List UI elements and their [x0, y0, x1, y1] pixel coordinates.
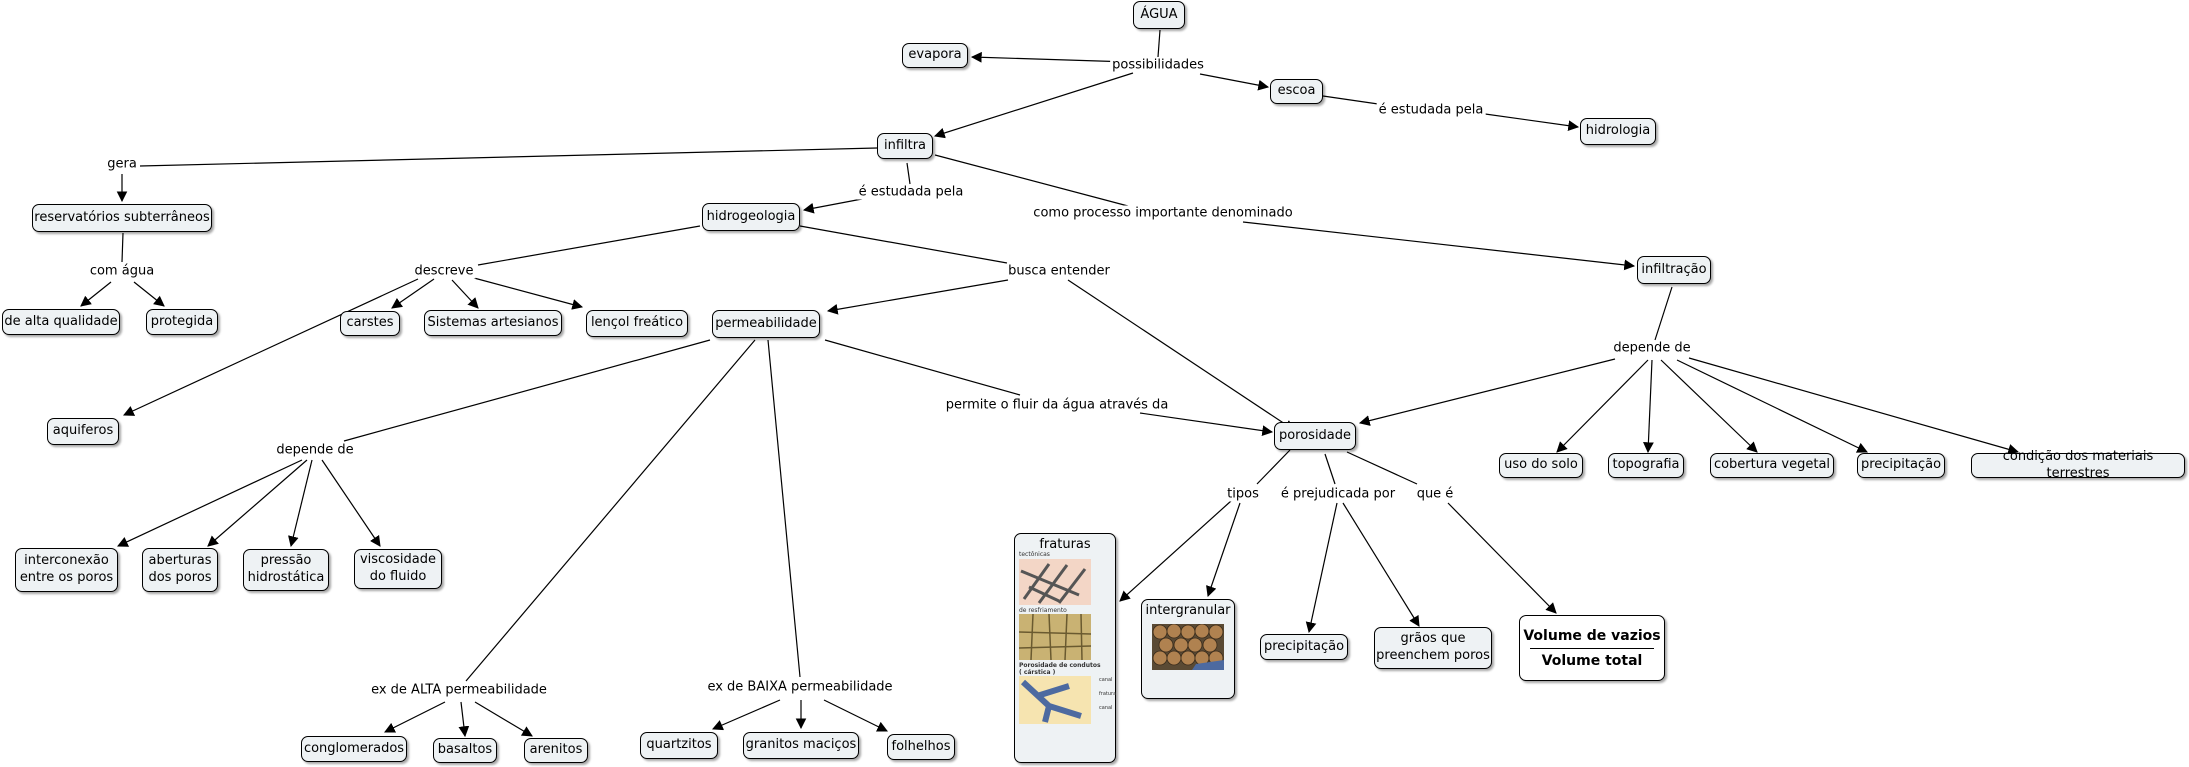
label-com-agua: com água [87, 263, 157, 279]
node-infiltracao[interactable]: infiltração [1637, 256, 1711, 284]
node-arenitos[interactable]: arenitos [524, 738, 588, 763]
caption-sub-a: canal [1099, 677, 1113, 684]
node-lencol[interactable]: lençol freático [586, 310, 688, 337]
label-depende-de-permeabilidade: depende de [274, 442, 356, 458]
node-viscosidade[interactable]: viscosidade do fluido [354, 549, 442, 589]
label-busca-entender: busca entender [1006, 263, 1112, 279]
formula-denominator: Volume total [1541, 653, 1643, 669]
label-como-processo: como processo importante denominado [1031, 205, 1295, 221]
node-cobertura[interactable]: cobertura vegetal [1710, 453, 1834, 478]
node-carstes[interactable]: carstes [340, 311, 400, 336]
node-evapora[interactable]: evapora [902, 43, 968, 68]
label-que-e: que é [1414, 486, 1456, 502]
label-tipos: tipos [1225, 486, 1261, 502]
caption-tectonicas: tectônicas [1019, 551, 1050, 558]
node-interconexao[interactable]: interconexão entre os poros [15, 548, 118, 592]
label-descreve: descreve [412, 263, 476, 279]
caption-resfriamento: de resfriamento [1019, 606, 1067, 614]
node-conglomerados[interactable]: conglomerados [301, 736, 407, 762]
caption-sub-b: fratura [1099, 691, 1117, 698]
label-ex-alta: ex de ALTA permeabilidade [369, 682, 549, 698]
label-ex-baixa: ex de BAIXA permeabilidade [705, 679, 895, 695]
node-precipitacao-p[interactable]: precipitação [1260, 634, 1348, 660]
node-uso-solo[interactable]: uso do solo [1499, 453, 1583, 478]
intergranular-porosity-illustration [1152, 624, 1224, 670]
label-possibilidades: possibilidades [1110, 57, 1206, 73]
node-aberturas[interactable]: aberturas dos poros [142, 548, 218, 592]
node-graos[interactable]: grãos que preenchem poros [1374, 627, 1492, 669]
label-estudada-hidrogeologia: é estudada pela [856, 184, 966, 200]
intergranular-title: intergranular [1145, 603, 1231, 618]
node-agua[interactable]: ÁGUA [1133, 1, 1185, 29]
node-alta-qualidade[interactable]: de alta qualidade [2, 309, 120, 335]
fraturas-title: fraturas [1039, 537, 1091, 552]
node-escoa[interactable]: escoa [1270, 79, 1323, 104]
node-hidrogeologia[interactable]: hidrogeologia [702, 203, 800, 231]
label-depende-de-infiltracao: depende de [1611, 340, 1693, 356]
node-fraturas[interactable]: fraturas tectônicas de resfriamento Poro… [1014, 533, 1116, 763]
node-intergranular[interactable]: intergranular [1141, 599, 1235, 699]
node-reservatorios[interactable]: reservatórios subterrâneos [32, 204, 212, 232]
caption-sub-c: canal [1099, 705, 1113, 712]
tectonic-fractures-illustration [1019, 558, 1091, 605]
node-quartzitos[interactable]: quartzitos [640, 732, 718, 759]
conduit-porosity-illustration [1019, 676, 1091, 725]
formula-numerator: Volume de vazios [1523, 628, 1661, 644]
node-permeabilidade[interactable]: permeabilidade [712, 310, 820, 338]
node-basaltos[interactable]: basaltos [433, 738, 497, 763]
label-estudada-hidrologia: é estudada pela [1376, 102, 1486, 118]
node-hidrologia[interactable]: hidrologia [1580, 118, 1656, 145]
node-pressao[interactable]: pressão hidrostática [243, 549, 329, 591]
node-folhelhos[interactable]: folhelhos [887, 734, 955, 760]
cooling-fractures-illustration [1019, 614, 1091, 661]
fraction-bar [1530, 648, 1654, 649]
node-protegida[interactable]: protegida [146, 309, 218, 335]
node-precipitacao-r[interactable]: precipitação [1857, 453, 1945, 478]
label-gera: gera [105, 156, 139, 172]
node-condicao[interactable]: condição dos materiais terrestres [1971, 449, 2185, 481]
node-sistemas-artesianos[interactable]: Sistemas artesianos [424, 310, 562, 336]
node-granitos[interactable]: granitos maciços [743, 732, 859, 759]
node-aquiferos[interactable]: aquiferos [47, 418, 119, 445]
node-volume-ratio[interactable]: Volume de vazios Volume total [1519, 615, 1665, 681]
node-infiltra[interactable]: infiltra [877, 133, 933, 159]
label-permite: permite o fluir da água através da [943, 397, 1171, 413]
label-prejudicada: é prejudicada por [1278, 486, 1398, 502]
caption-condutos: Porosidade de condutos ( cárstica ) [1019, 662, 1101, 676]
node-topografia[interactable]: topografia [1608, 453, 1684, 478]
node-porosidade[interactable]: porosidade [1274, 422, 1356, 450]
